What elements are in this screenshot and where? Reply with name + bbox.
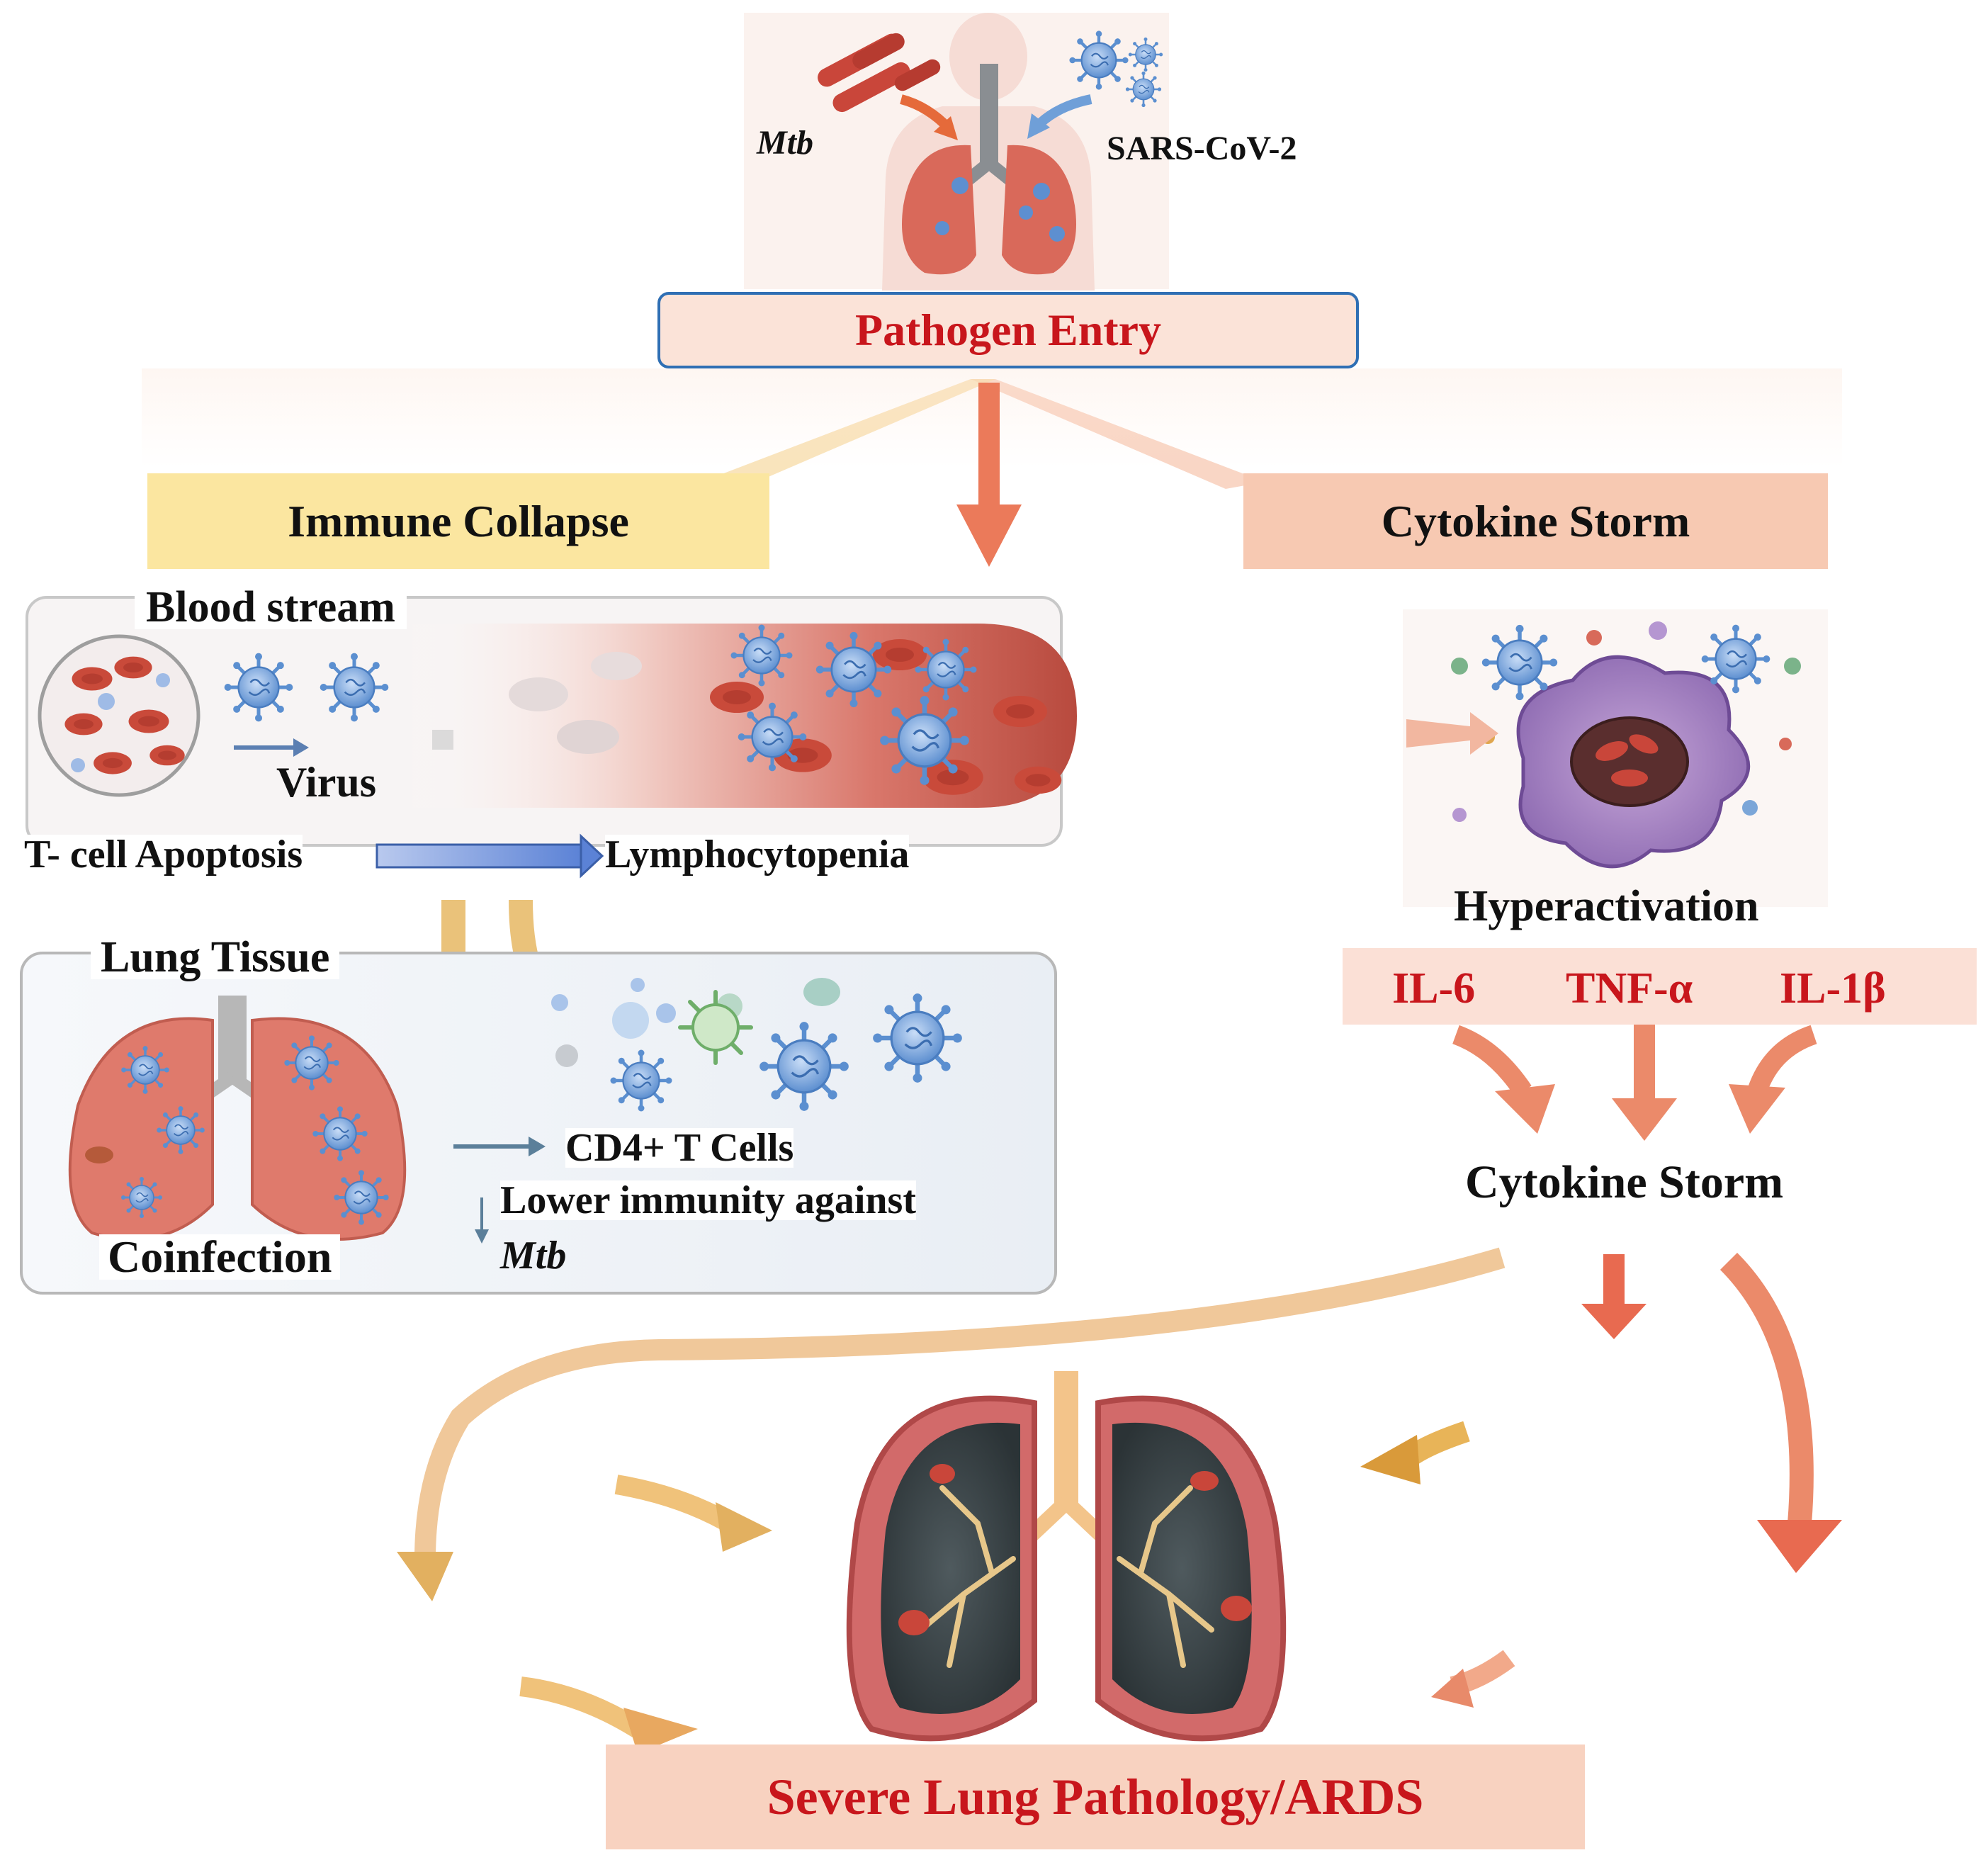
storm-to-left-arrowhead	[397, 1552, 453, 1601]
left-lower-to-arrow	[519, 1676, 643, 1737]
hyperactivation-label: Hyperactivation	[1454, 882, 1759, 930]
il1b-arrowhead	[1729, 1084, 1785, 1134]
storm-to-left-arrow	[414, 1247, 1506, 1560]
il-6-label: IL-6	[1392, 964, 1476, 1013]
apoptosis-arrowhead	[580, 833, 604, 879]
lymphocytopenia-label: Lymphocytopenia	[605, 833, 910, 877]
tnf-arrow	[1634, 1024, 1655, 1102]
faint-arrow	[432, 730, 453, 750]
left-lower-to-arrowhead	[623, 1708, 698, 1754]
mtb-lower-label: Mtb	[500, 1234, 567, 1278]
virus-label: Virus	[276, 759, 377, 806]
il1b-arrow	[1747, 1025, 1817, 1095]
left-upper-to-lung-arrowhead	[716, 1502, 772, 1552]
pathogen-entry-box: Pathogen Entry	[657, 292, 1359, 368]
il6-arrowhead	[1495, 1084, 1555, 1134]
center-down-arrow	[978, 383, 1000, 507]
immune-collapse-label: Immune Collapse	[288, 495, 629, 546]
sars-cov-2-label: SARS-CoV-2	[1107, 130, 1297, 167]
cd4-t-cells-label: CD4+ T Cells	[565, 1126, 794, 1170]
mtb-label: Mtb	[757, 124, 814, 162]
cd4-arrowhead	[529, 1137, 546, 1156]
cytokine-storm-header: Cytokine Storm	[1243, 473, 1828, 569]
coinfection-label: Coinfection	[99, 1234, 341, 1280]
lower-immunity-label: Lower immunity against	[500, 1178, 916, 1222]
bacteria-icon	[818, 33, 941, 113]
right-upper-to-lung-arrowhead	[1360, 1435, 1421, 1484]
pathogen-entry-label: Pathogen Entry	[855, 305, 1161, 355]
severe-lung-pathology-box: Severe Lung Pathology/ARDS	[606, 1745, 1585, 1849]
tnf-arrowhead	[1612, 1098, 1677, 1141]
mtb-entry-arrowhead	[934, 116, 958, 140]
left-upper-to-lung-arrow	[614, 1475, 735, 1533]
storm-down-arrow	[1603, 1254, 1625, 1307]
blood-cell-icon	[38, 634, 201, 797]
virus-icon	[551, 978, 962, 1112]
center-down-arrowhead	[956, 505, 1022, 567]
t-cell-apoptosis-label: T- cell Apoptosis	[24, 833, 303, 877]
cytokine-band	[1343, 948, 1977, 1025]
cytokine-storm-label: Cytokine Storm	[1465, 1156, 1784, 1208]
blood-vessel-icon	[397, 624, 1077, 808]
sars-entry-arrowhead	[1027, 113, 1050, 139]
tnf-alpha-label: TNF-α	[1566, 964, 1693, 1013]
storm-to-right-arrow	[1719, 1252, 1814, 1525]
immune-collapse-header: Immune Collapse	[147, 473, 769, 569]
il-1-beta-label: IL-1β	[1780, 964, 1886, 1013]
right-lower-to-arrowhead	[1431, 1669, 1474, 1708]
severe-lung-pathology-label: Severe Lung Pathology/ARDS	[767, 1768, 1424, 1825]
lower-arrowhead	[475, 1229, 489, 1244]
blood-stream-title: Blood stream	[135, 585, 407, 629]
storm-down-arrowhead	[1581, 1304, 1647, 1339]
damaged-lungs-icon	[846, 1371, 1287, 1742]
storm-to-right-arrowhead	[1757, 1520, 1842, 1573]
macrophage-in-arrow	[1406, 712, 1498, 755]
cytokine-storm-header-label: Cytokine Storm	[1381, 495, 1690, 546]
macrophage-icon	[1451, 621, 1801, 869]
il6-arrow	[1452, 1025, 1532, 1097]
apoptosis-arrow	[375, 843, 584, 869]
lung-tissue-title: Lung Tissue	[91, 935, 340, 979]
virus-arrowhead	[293, 738, 309, 757]
